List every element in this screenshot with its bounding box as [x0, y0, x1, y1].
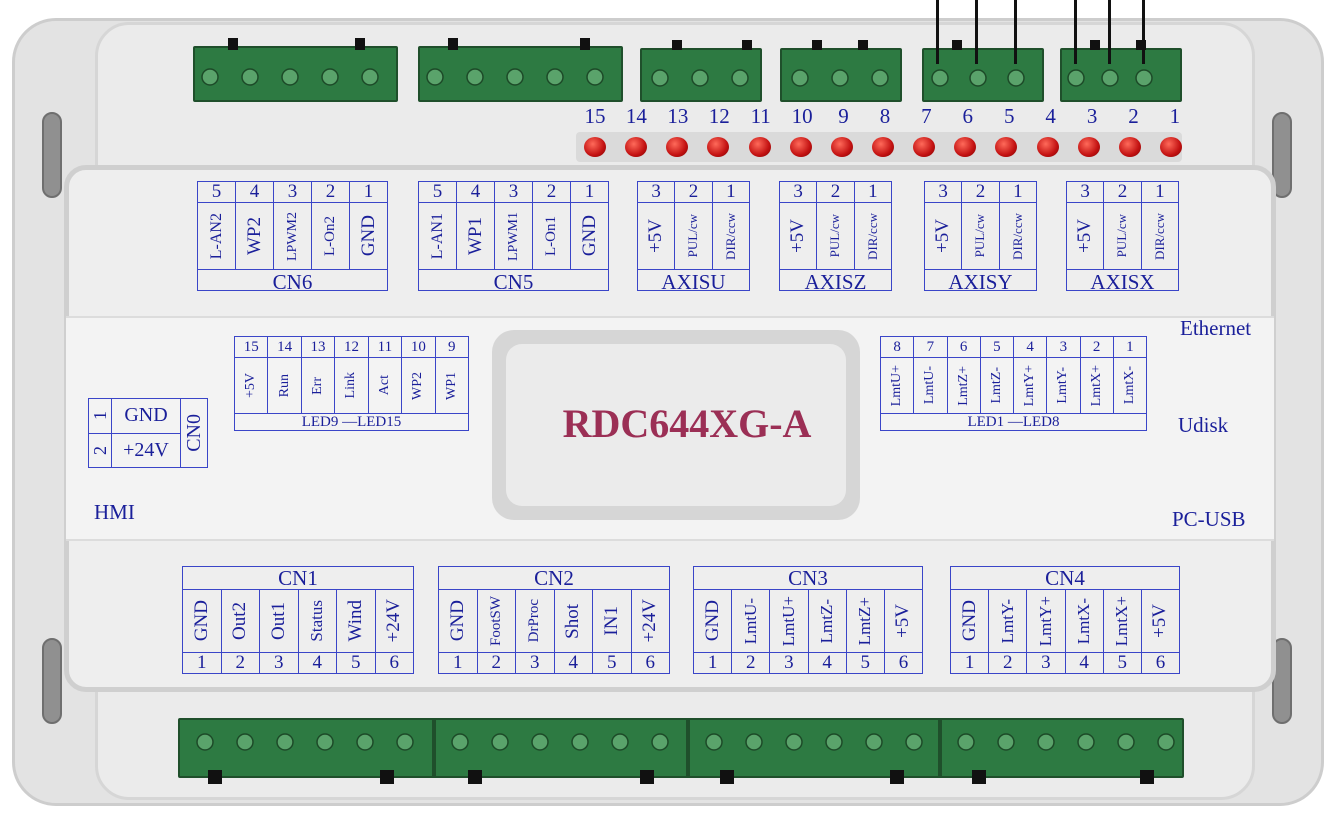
- led-number: 9: [838, 104, 849, 128]
- wire: [1074, 0, 1077, 64]
- led-number: 2: [1128, 104, 1139, 128]
- wire: [975, 0, 978, 64]
- led-indicator: [584, 137, 606, 157]
- pin-signal: GND: [112, 399, 180, 434]
- connector-name: CN3: [694, 567, 922, 590]
- led-indicator: [625, 137, 648, 157]
- led-number: 14: [625, 104, 647, 128]
- led-number: 8: [879, 104, 891, 128]
- led-indicator: [954, 137, 977, 157]
- led-indicator: [666, 137, 689, 157]
- model-name: RDC644XG-A: [562, 401, 812, 446]
- led-number: 13: [667, 104, 689, 128]
- ethernet-port-label: Ethernet: [1180, 316, 1252, 340]
- led-indicator: [789, 137, 812, 157]
- connector-name: AXISZ: [804, 270, 867, 294]
- led-indicator: [1036, 137, 1059, 157]
- led-indicator: [830, 137, 853, 157]
- hmi-port-label: HMI: [94, 500, 135, 524]
- led-group-title: LED9 —LED15: [301, 414, 402, 430]
- connector-name: CN2: [439, 567, 669, 590]
- led-number: 3: [1086, 104, 1098, 128]
- led-number-row: 15 14 13 12 11 10 9 8 7 6 5 4 3 2 1: [580, 104, 1190, 130]
- connector-name: CN6: [272, 270, 313, 294]
- led-number: 4: [1045, 104, 1056, 128]
- led-indicator: [1118, 137, 1141, 157]
- terminal-divider: [686, 718, 690, 778]
- led-indicator: [871, 137, 894, 157]
- terminal-divider: [938, 718, 942, 778]
- bottom-terminal-strip: [178, 718, 1184, 778]
- mounting-slot-bottom-left: [42, 638, 62, 724]
- connector-name: CN5: [493, 270, 534, 294]
- led-indicator: [1159, 137, 1182, 157]
- connector-name: CN1: [183, 567, 413, 590]
- led-number: 1: [1169, 104, 1181, 128]
- led-indicator: [995, 137, 1018, 157]
- wire: [1142, 0, 1145, 64]
- led-indicator: [1077, 137, 1100, 157]
- wire: [1108, 0, 1111, 64]
- connector-name: AXISY: [948, 270, 1013, 294]
- connector-name: AXISU: [661, 270, 726, 294]
- connector-name: CN4: [951, 567, 1179, 590]
- led-number: 7: [921, 104, 932, 128]
- led-indicator: [707, 137, 730, 157]
- model-module: [506, 344, 846, 506]
- led-number: 15: [584, 104, 606, 128]
- led-number: 11: [750, 104, 771, 128]
- led-number: 10: [791, 104, 813, 128]
- led-indicator: [748, 137, 771, 157]
- led-number: 5: [1003, 104, 1015, 128]
- connector-name: AXISX: [1090, 270, 1155, 294]
- mounting-slot-top-left: [42, 112, 62, 198]
- udisk-port-label: Udisk: [1178, 413, 1229, 437]
- led-number: 6: [962, 104, 974, 128]
- led-group-title: LED1 —LED8: [967, 414, 1060, 430]
- wire: [1014, 0, 1017, 64]
- pin-signal: +24V: [123, 438, 169, 461]
- mounting-slot-top-right: [1272, 112, 1292, 198]
- led-row: [584, 137, 1182, 159]
- connector-cn0: 1 2 GND +24V CN0: [88, 398, 208, 468]
- led-indicator: [913, 137, 936, 157]
- wire: [936, 0, 939, 64]
- pc-usb-port-label: PC-USB: [1172, 507, 1246, 531]
- terminal-divider: [432, 718, 436, 778]
- led-number: 12: [708, 104, 730, 128]
